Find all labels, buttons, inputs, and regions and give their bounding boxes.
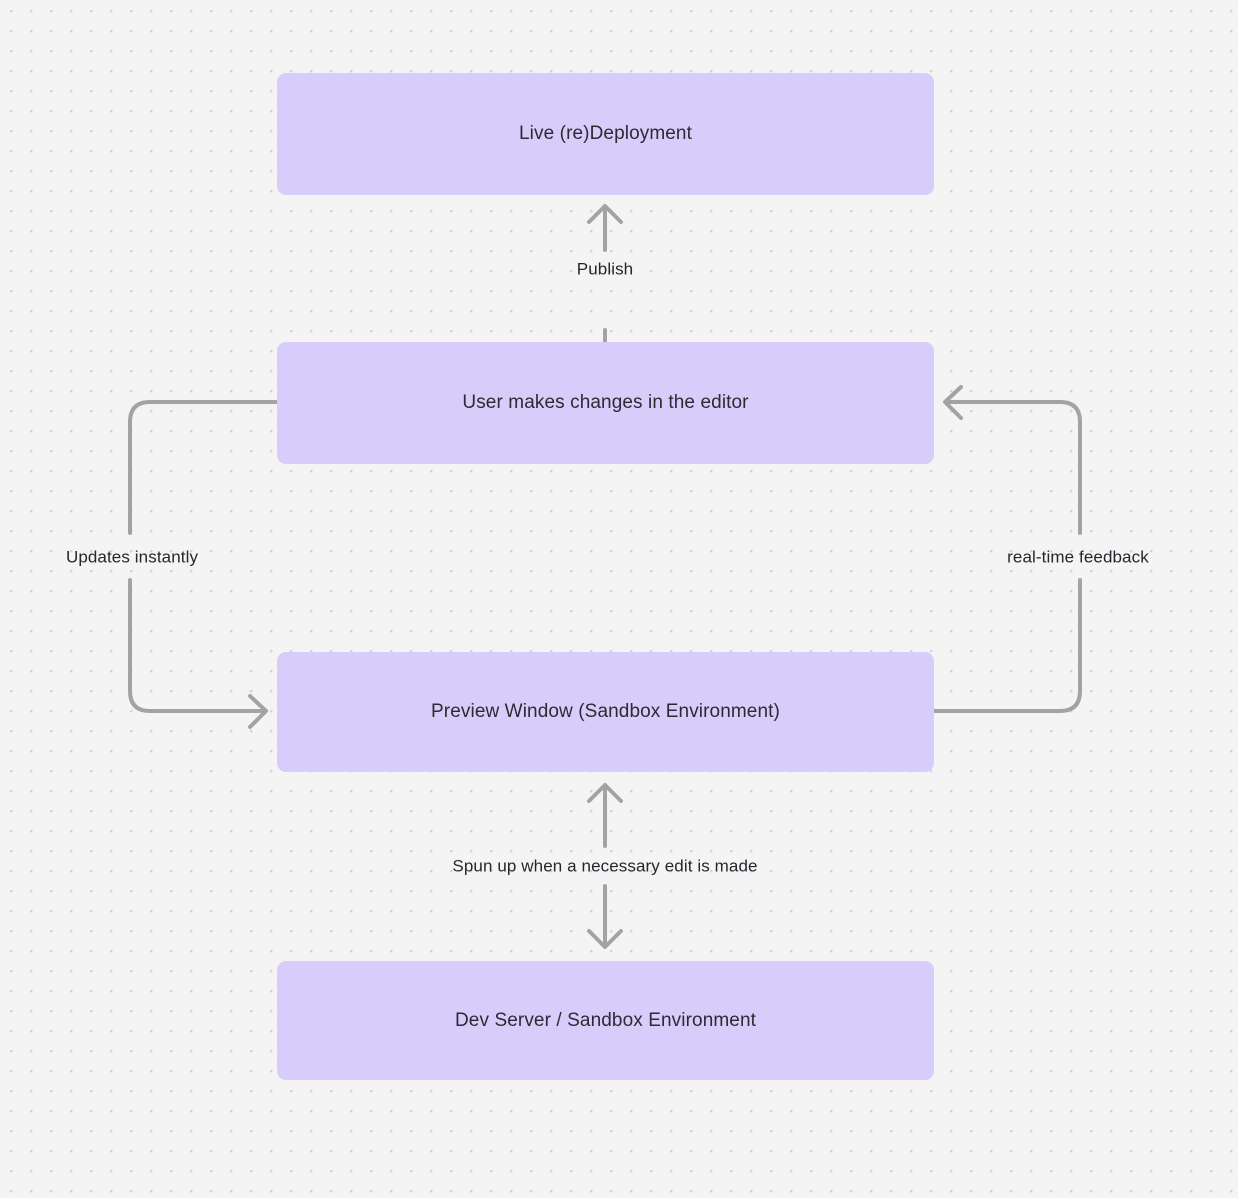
node-label-dev-server: Dev Server / Sandbox Environment [454, 1009, 756, 1031]
node-preview-window[interactable]: Preview Window (Sandbox Environment) [277, 652, 934, 772]
edge-label-real-time-feedback: real-time feedback [1007, 547, 1149, 567]
real-time-feedback-arrowhead-icon [943, 385, 963, 420]
node-live-deployment[interactable]: Live (re)Deployment [277, 73, 934, 195]
edge-label-publish: Publish [576, 259, 634, 279]
spun-up-arrowhead-down-icon [587, 929, 623, 949]
updates-instantly-line-lower [128, 578, 267, 713]
updates-instantly-line-upper [128, 400, 279, 535]
node-dev-server[interactable]: Dev Server / Sandbox Environment [277, 961, 934, 1080]
node-label-preview-window: Preview Window (Sandbox Environment) [431, 701, 780, 723]
edge-label-spun-up: Spun up when a necessary edit is made [452, 856, 758, 876]
node-user-edits[interactable]: User makes changes in the editor [277, 342, 934, 464]
updates-instantly-arrowhead-icon [248, 694, 268, 729]
edge-label-updates-instantly: Updates instantly [65, 547, 199, 567]
real-time-feedback-line-upper [944, 400, 1082, 535]
publish-arrowhead-icon [587, 204, 623, 224]
node-label-live-deployment: Live (re)Deployment [519, 123, 692, 145]
real-time-feedback-line-lower [932, 578, 1082, 713]
spun-up-arrowhead-up-icon [587, 783, 623, 803]
node-label-user-edits: User makes changes in the editor [462, 392, 749, 414]
